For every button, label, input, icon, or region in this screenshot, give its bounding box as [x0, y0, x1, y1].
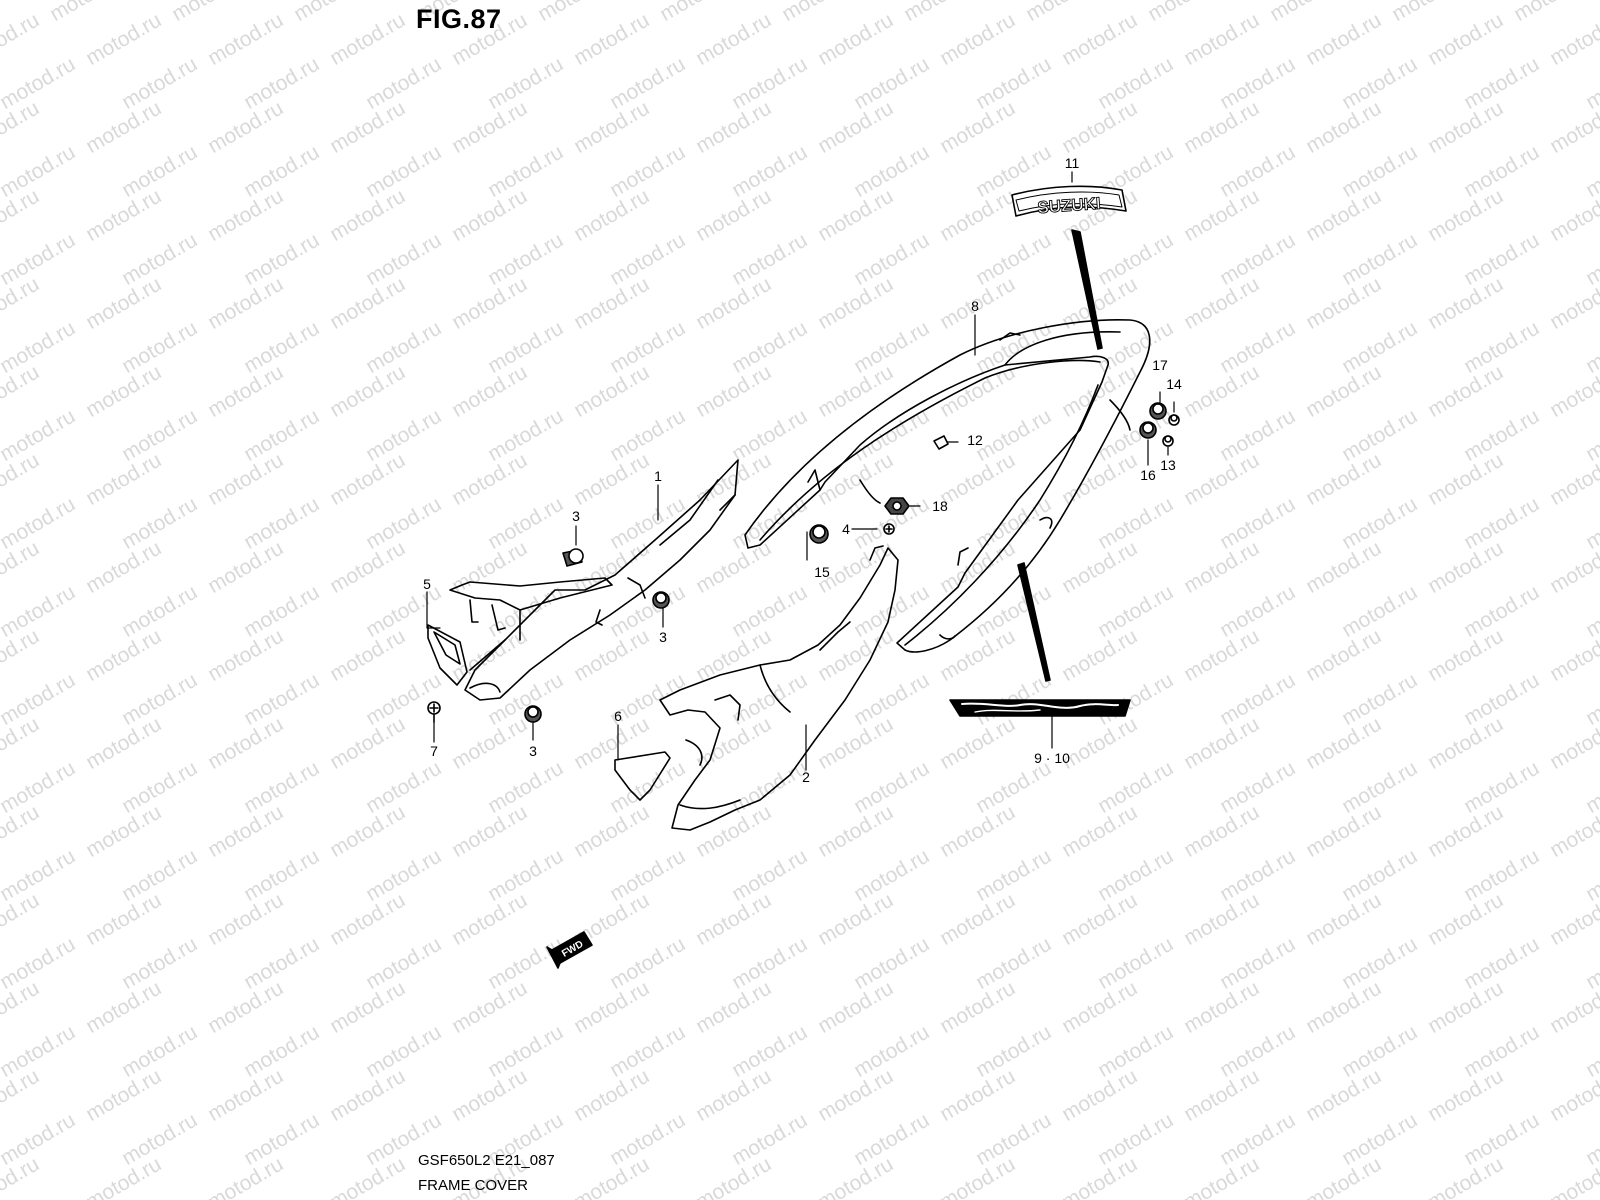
callout-13: 13 — [1160, 457, 1176, 473]
grommet-part-3-b — [652, 591, 670, 609]
callout-18: 18 — [932, 498, 948, 514]
nut-part-18 — [884, 497, 910, 515]
figure-title: FIG.87 — [416, 4, 502, 34]
callout-2: 2 — [802, 769, 810, 785]
callout-7: 7 — [430, 743, 438, 759]
callout-17: 17 — [1152, 357, 1168, 373]
decal-pointer-9-10 — [1017, 562, 1051, 682]
callout-16: 16 — [1140, 467, 1156, 483]
callout-1: 1 — [654, 468, 662, 484]
callout-8: 8 — [971, 298, 979, 314]
figure-name: FRAME COVER — [418, 1177, 529, 1194]
grommet-part-3-c — [524, 705, 542, 723]
side-cover-left-part-1 — [464, 459, 739, 701]
callout-12: 12 — [967, 432, 983, 448]
callout-15: 15 — [814, 564, 830, 580]
bracket-part-5-assembly — [427, 577, 613, 686]
callout-3a: 3 — [572, 508, 580, 524]
callout-3c: 3 — [529, 743, 537, 759]
decal-pointer-11 — [1071, 229, 1103, 350]
callout-5: 5 — [423, 576, 431, 592]
figure-code: GSF650L2 E21_087 — [418, 1152, 555, 1169]
collar-part-13 — [1162, 435, 1174, 447]
suzuki-emblem-part-11 — [1011, 185, 1127, 217]
grommet-part-16 — [1139, 421, 1157, 439]
collar-part-14 — [1168, 414, 1180, 426]
callout-14: 14 — [1166, 376, 1182, 392]
screw-part-4 — [883, 523, 895, 535]
emblem-text: SUZUKI — [1037, 194, 1101, 217]
fwd-arrow-icon — [546, 931, 593, 969]
callout-11: 11 — [1065, 155, 1080, 171]
side-cover-right-part-2 — [659, 545, 899, 831]
screw-part-7 — [427, 701, 441, 723]
panel-part-6 — [614, 751, 671, 801]
callout-3b: 3 — [659, 629, 667, 645]
grommet-part-15 — [809, 524, 829, 544]
grommet-part-3-a — [562, 548, 584, 567]
callout-9-10: 9 · 10 — [1034, 750, 1070, 766]
grommet-part-17 — [1149, 402, 1167, 420]
seat-tail-cowl-part-8 — [744, 318, 1151, 653]
leader-lines — [426, 171, 1175, 771]
bandit-decal-part-9-10 — [949, 699, 1131, 717]
clip-part-12 — [933, 435, 949, 450]
callout-4: 4 — [842, 521, 850, 537]
callout-6: 6 — [614, 708, 622, 724]
